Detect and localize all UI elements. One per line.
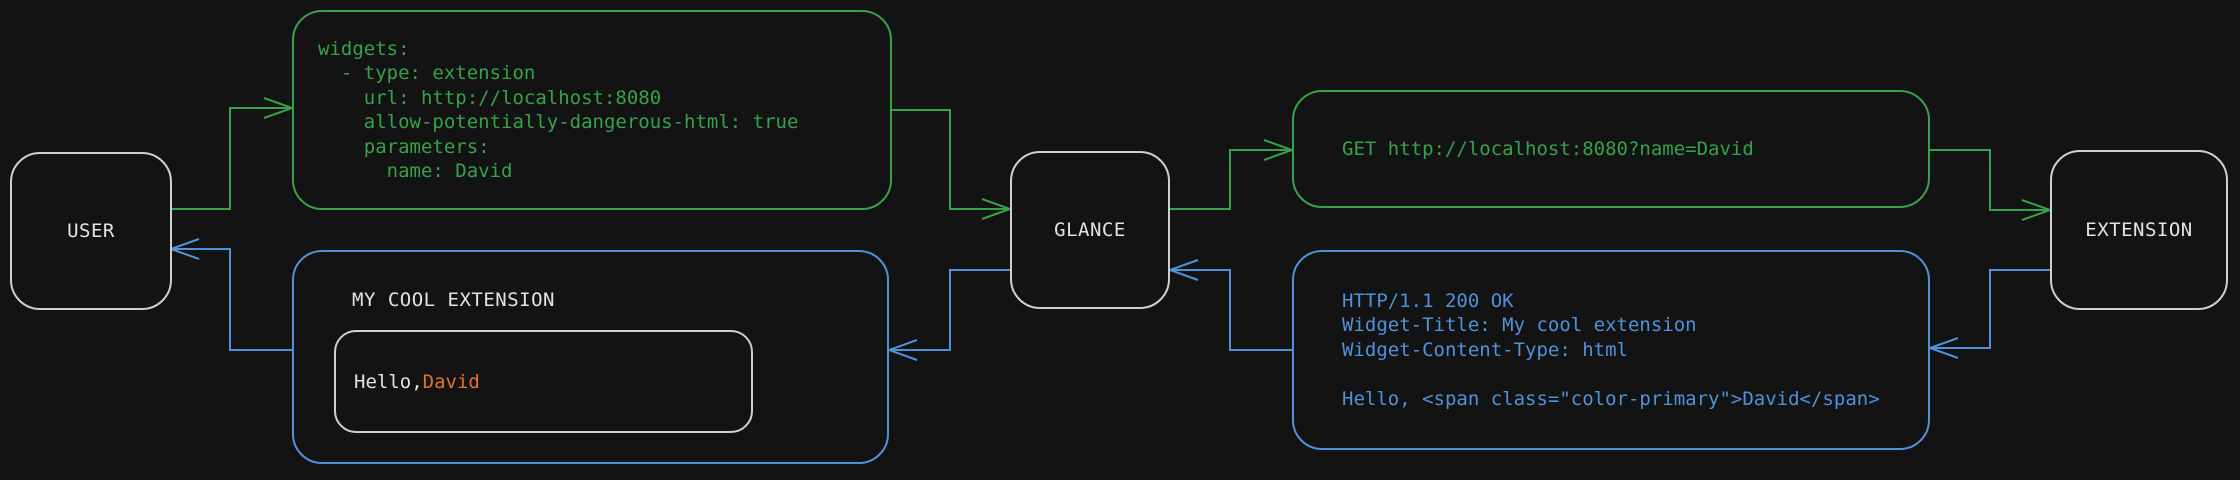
- node-extension-label: EXTENSION: [2085, 219, 2193, 241]
- edge-glance-to-request: [1170, 149, 1292, 210]
- node-extension: EXTENSION: [2050, 150, 2228, 310]
- arrowhead-left-icon: [1167, 259, 1199, 281]
- edge-widget-to-user: [171, 248, 292, 351]
- response-code-block: HTTP/1.1 200 OK Widget-Title: My cool ex…: [1292, 250, 1930, 450]
- edge-glance-to-widget: [889, 269, 1010, 351]
- request-code-block: GET http://localhost:8080?name=David: [1292, 90, 1930, 208]
- widget-preview-block: MY COOL EXTENSION Hello, David: [292, 250, 889, 464]
- node-user-label: USER: [67, 220, 115, 242]
- greeting-name: David: [422, 370, 480, 393]
- config-code-block: widgets: - type: extension url: http://l…: [292, 10, 892, 210]
- http-response-code: HTTP/1.1 200 OK Widget-Title: My cool ex…: [1342, 289, 1880, 410]
- edge-config-to-glance: [892, 109, 1010, 210]
- widget-title: MY COOL EXTENSION: [352, 289, 555, 311]
- arrowhead-left-icon: [886, 339, 918, 361]
- greeting-prefix: Hello,: [354, 370, 423, 393]
- arrowhead-left-icon: [1927, 337, 1959, 359]
- node-user: USER: [10, 152, 172, 310]
- edge-extension-to-response: [1930, 269, 2050, 349]
- http-get-request-code: GET http://localhost:8080?name=David: [1342, 137, 1754, 160]
- node-glance-label: GLANCE: [1054, 219, 1126, 241]
- edge-request-to-extension: [1930, 149, 2050, 211]
- edge-response-to-glance: [1170, 269, 1292, 351]
- widget-rendered-output: Hello, David: [334, 330, 753, 433]
- edge-user-to-config: [171, 107, 292, 210]
- node-glance: GLANCE: [1010, 151, 1170, 309]
- config-yaml-code: widgets: - type: extension url: http://l…: [318, 37, 799, 183]
